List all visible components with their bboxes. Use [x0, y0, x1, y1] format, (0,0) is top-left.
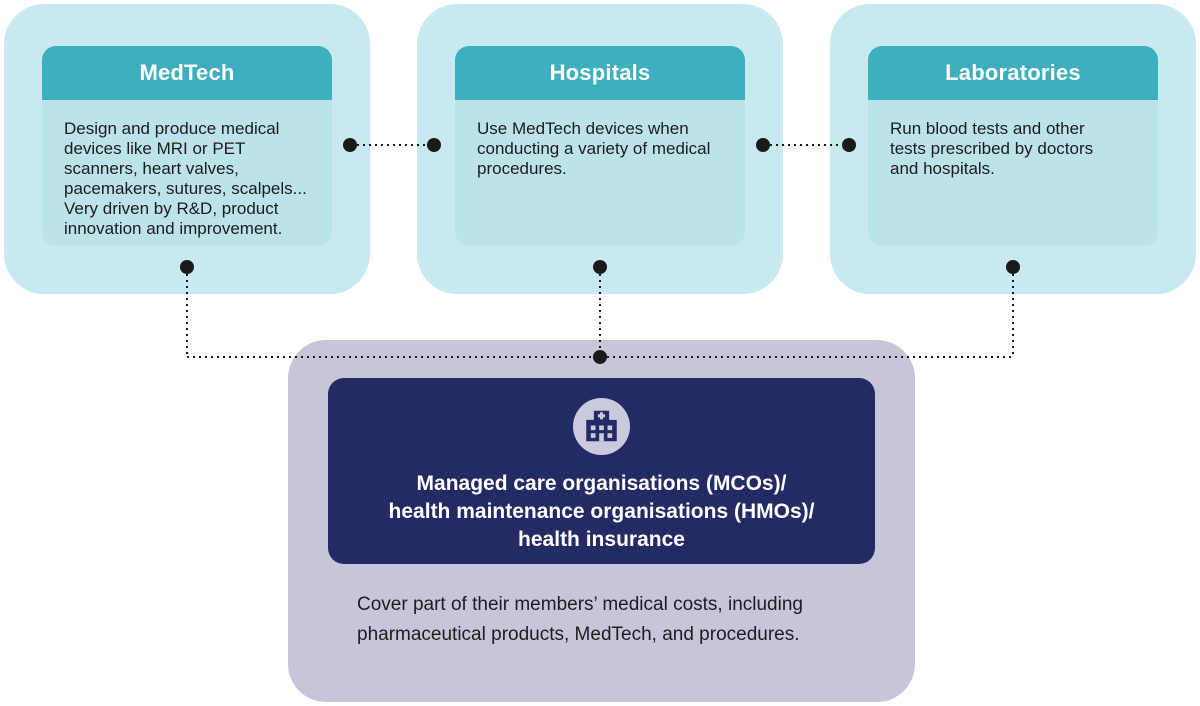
dotted-line-medtech-hospitals: [357, 144, 427, 146]
connector-dot-medtech-bottom: [180, 260, 194, 274]
medtech-card: MedTech Design and produce medical devic…: [4, 4, 370, 294]
connector-dot-laboratories-left: [842, 138, 856, 152]
connector-dot-hospitals-bottom: [593, 260, 607, 274]
connector-dot-hospitals-left: [427, 138, 441, 152]
hospitals-card: Hospitals Use MedTech devices when condu…: [417, 4, 783, 294]
dotted-line-medtech-drop: [186, 274, 188, 356]
connector-dot-medtech-right: [343, 138, 357, 152]
laboratories-card: Laboratories Run blood tests and other t…: [830, 4, 1196, 294]
hospitals-card-title: Hospitals: [455, 46, 745, 100]
connector-dot-hospitals-right: [756, 138, 770, 152]
payer-card-header: Managed care organisations (MCOs)/ healt…: [328, 378, 875, 564]
hospitals-card-description: Use MedTech devices when conducting a va…: [455, 100, 745, 246]
laboratories-card-title: Laboratories: [868, 46, 1158, 100]
dotted-line-laboratories-drop: [1012, 274, 1014, 356]
dotted-line-hospitals-laboratories: [770, 144, 842, 146]
medtech-card-title: MedTech: [42, 46, 332, 100]
hospital-building-icon: [573, 398, 630, 455]
payer-card-description: Cover part of their members’ medical cos…: [357, 594, 803, 645]
medtech-card-description: Design and produce medical devices like …: [42, 100, 332, 246]
dotted-line-hospitals-drop: [599, 274, 601, 352]
connector-dot-payer-junction: [593, 350, 607, 364]
connector-dot-laboratories-bottom: [1006, 260, 1020, 274]
payer-card: Managed care organisations (MCOs)/ healt…: [288, 340, 915, 702]
payer-card-title: Managed care organisations (MCOs)/ healt…: [388, 472, 815, 551]
laboratories-card-description: Run blood tests and other tests prescrib…: [868, 100, 1158, 246]
